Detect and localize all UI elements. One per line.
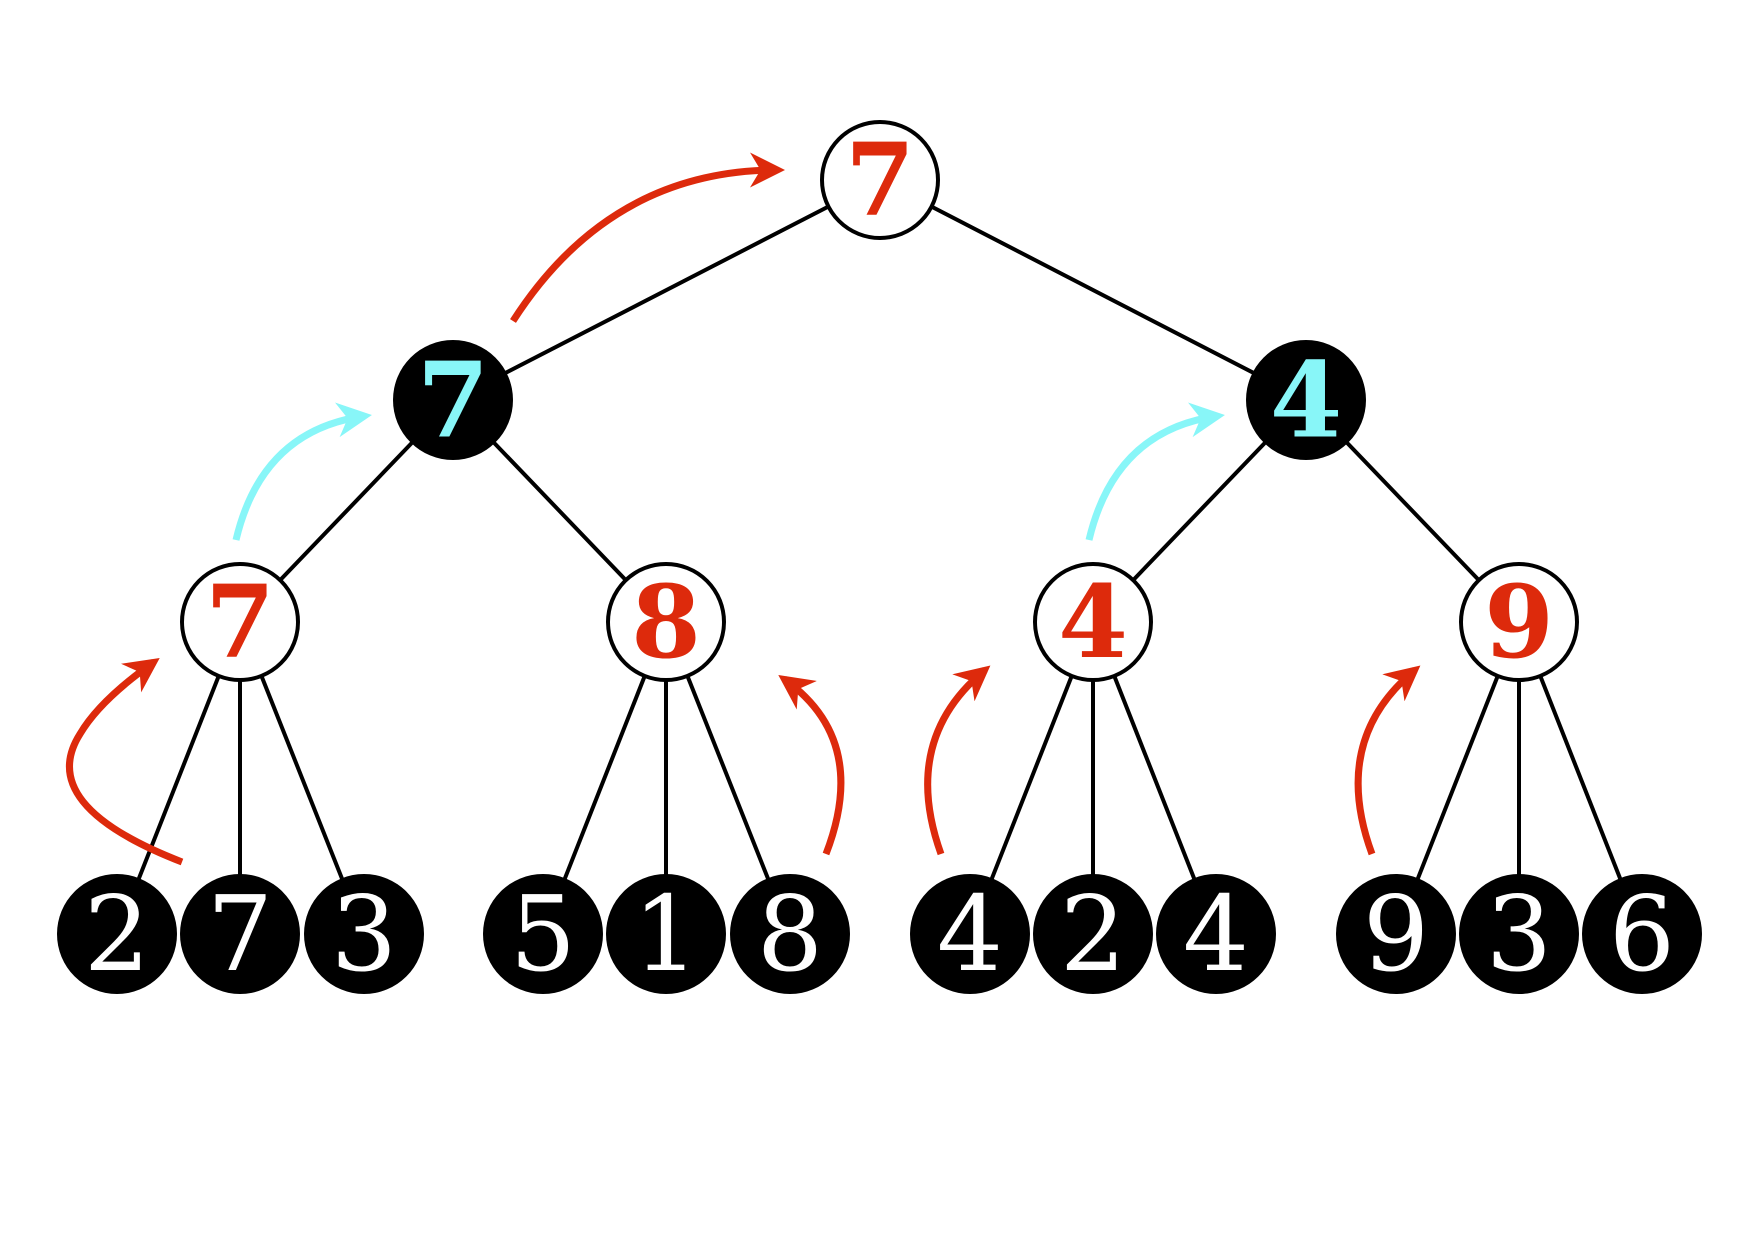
leaf-node-circle <box>1582 874 1702 994</box>
min-node-value: 7 <box>417 339 489 462</box>
max-node-circle <box>180 562 300 682</box>
leaf-value: 6 <box>1609 873 1675 995</box>
arrow-max-to-root <box>510 152 785 323</box>
leaf-node-circle <box>1459 874 1579 994</box>
leaf-node-circle <box>57 874 177 994</box>
leaf-value: 3 <box>1486 873 1552 995</box>
leaf-node-circle <box>1033 874 1153 994</box>
leaf-node-circle <box>483 874 603 994</box>
leaf-node: 4 <box>910 873 1030 995</box>
min-node: 7 <box>393 339 513 462</box>
arrow-min-right <box>1085 402 1225 541</box>
min-node: 4 <box>1246 339 1366 462</box>
leaf-node-circle <box>304 874 424 994</box>
max-node-value: 7 <box>205 563 275 681</box>
root-value: 7 <box>845 121 915 239</box>
leaf-node-circle <box>1156 874 1276 994</box>
leaf-value: 1 <box>633 873 699 995</box>
max-node-value: 4 <box>1058 563 1128 681</box>
leaf-node-circle <box>730 874 850 994</box>
leaf-node: 9 <box>1336 873 1456 995</box>
max-node: 9 <box>1459 562 1579 682</box>
root-node-circle <box>820 120 940 240</box>
leaf-node: 2 <box>1033 873 1153 995</box>
arrow-min-left <box>232 402 372 541</box>
leaf-value: 4 <box>937 873 1003 995</box>
leaf-value: 2 <box>1060 873 1126 995</box>
max-node-circle <box>1459 562 1579 682</box>
leaf-value: 5 <box>510 873 576 995</box>
max-node-value: 9 <box>1484 563 1554 681</box>
leaf-node: 7 <box>180 873 300 995</box>
max-node: 4 <box>1033 562 1153 682</box>
edge-root-left <box>452 178 881 402</box>
leaf-node: 5 <box>483 873 603 995</box>
max-node-circle <box>1033 562 1153 682</box>
max-node: 7 <box>180 562 300 682</box>
min-node-circle <box>393 340 513 460</box>
arrow-leaf-to-max2 <box>778 674 845 856</box>
leaf-value: 3 <box>331 873 397 995</box>
leaf-node: 3 <box>304 873 424 995</box>
edge-root-right <box>879 178 1307 402</box>
leaf-node: 4 <box>1156 873 1276 995</box>
leaf-node: 3 <box>1459 873 1579 995</box>
leaf-node: 2 <box>57 873 177 995</box>
value-arrows <box>66 152 1421 866</box>
leaf-node-circle <box>1336 874 1456 994</box>
leaf-node: 6 <box>1582 873 1702 995</box>
leaf-node: 1 <box>606 873 726 995</box>
leaf-value: 8 <box>757 873 823 995</box>
leaf-value: 7 <box>207 873 273 995</box>
arrow-leaf-to-max4 <box>1354 665 1421 856</box>
leaf-node-circle <box>606 874 726 994</box>
leaf-node-circle <box>910 874 1030 994</box>
leaf-node: 8 <box>730 873 850 995</box>
root-node: 7 <box>820 120 940 240</box>
arrow-leaf-to-max1 <box>66 657 184 866</box>
min-node-value: 4 <box>1270 339 1342 462</box>
arrow-leaf-to-max3 <box>924 665 991 856</box>
max-node-value: 8 <box>631 563 701 681</box>
max-node: 8 <box>606 562 726 682</box>
leaf-node-circle <box>180 874 300 994</box>
max-node-circle <box>606 562 726 682</box>
leaf-value: 9 <box>1363 873 1429 995</box>
leaf-value: 4 <box>1183 873 1249 995</box>
leaf-value: 2 <box>84 873 150 995</box>
min-node-circle <box>1246 340 1366 460</box>
tree-edges <box>115 178 1644 935</box>
